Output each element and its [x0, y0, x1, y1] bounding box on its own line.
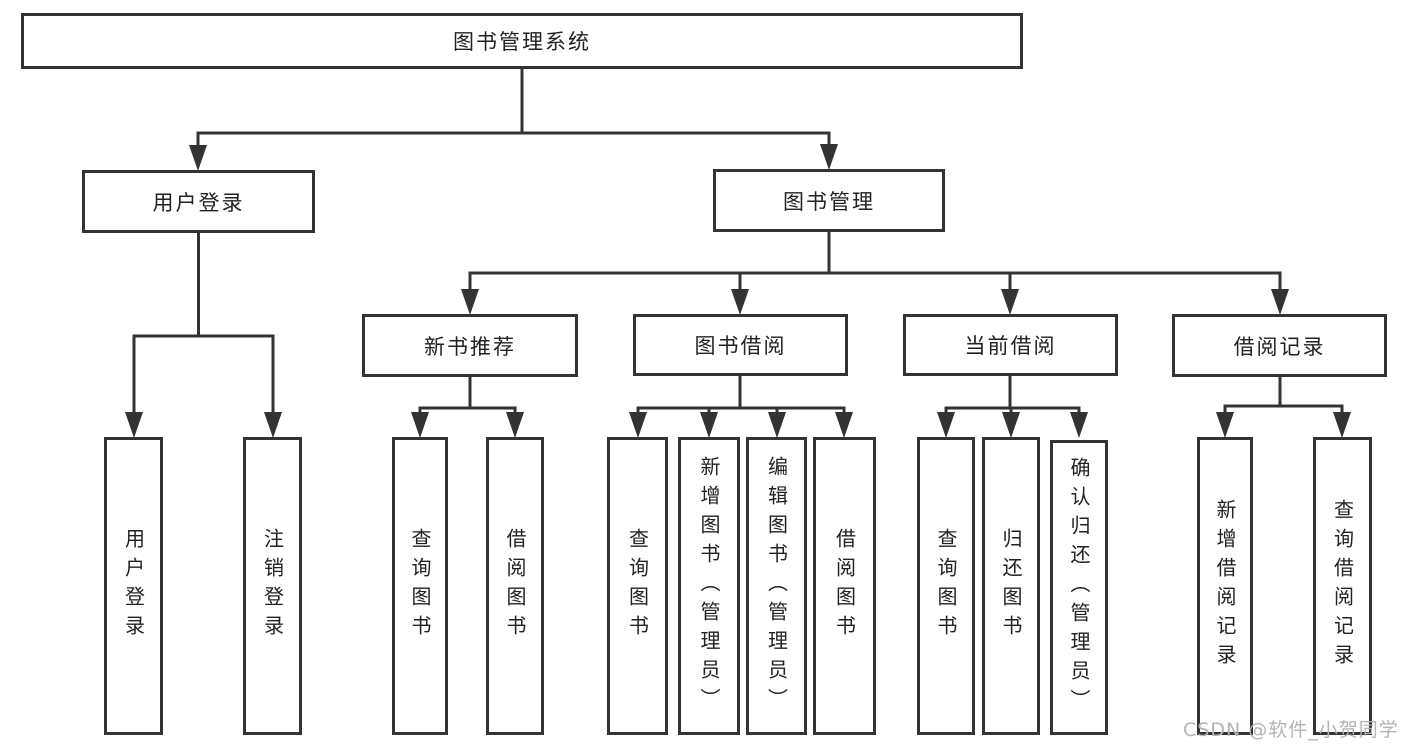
node-leaf-user-login: 用户登录 — [104, 437, 163, 735]
node-user-login: 用户登录 — [82, 170, 315, 233]
node-borrowing-records: 借阅记录 — [1172, 314, 1387, 377]
node-book-management: 图书管理 — [713, 169, 945, 232]
node-book-borrowing: 图书借阅 — [633, 314, 848, 376]
node-current-borrowing: 当前借阅 — [903, 314, 1118, 376]
node-leaf-recommend-query-books: 查询图书 — [392, 437, 448, 735]
node-leaf-return-books: 归还图书 — [982, 437, 1040, 735]
node-leaf-add-borrow-record: 新增借阅记录 — [1197, 437, 1253, 735]
node-leaf-edit-books-admin: 编辑图书（管理员） — [746, 437, 807, 735]
node-new-book-recommendation: 新书推荐 — [362, 314, 578, 377]
node-library-management-system: 图书管理系统 — [21, 13, 1023, 69]
node-leaf-borrow-query-books: 查询图书 — [607, 437, 668, 735]
node-leaf-recommend-borrow-books: 借阅图书 — [486, 437, 544, 735]
node-leaf-current-query-books: 查询图书 — [917, 437, 975, 735]
csdn-watermark: CSDN @软件_小贺同学 — [1183, 719, 1399, 741]
node-leaf-logout: 注销登录 — [243, 437, 302, 735]
node-leaf-add-books-admin: 新增图书（管理员） — [678, 437, 740, 735]
node-leaf-query-borrow-record: 查询借阅记录 — [1313, 437, 1372, 735]
node-leaf-confirm-return-admin: 确认归还（管理员） — [1050, 440, 1108, 735]
node-leaf-borrow-books: 借阅图书 — [813, 437, 876, 735]
